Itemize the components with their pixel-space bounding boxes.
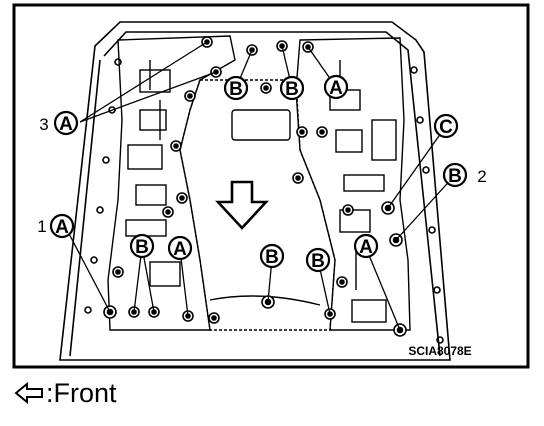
svg-text:A: A xyxy=(329,78,343,99)
bolt xyxy=(336,276,348,288)
callout-b-bottom-1: B xyxy=(129,233,155,259)
callout-a-left-1: A xyxy=(49,213,75,239)
valve-body xyxy=(107,35,411,331)
bolt xyxy=(170,140,182,152)
callout-b-top-1: B xyxy=(223,75,249,101)
callout-b-bottom-3: B xyxy=(305,247,331,273)
bolt xyxy=(342,204,354,216)
svg-text:B: B xyxy=(448,166,462,187)
outline-left-arrow-icon xyxy=(14,382,43,404)
bolt xyxy=(296,126,308,138)
bolt xyxy=(162,206,174,218)
bolt xyxy=(260,82,272,94)
number-label-3: 3 xyxy=(39,115,48,134)
callout-b-top-2: B xyxy=(279,75,305,101)
bolt xyxy=(316,126,328,138)
callout-a-bottom-1: A xyxy=(167,235,193,261)
bolt xyxy=(276,40,288,52)
bolt xyxy=(292,172,304,184)
legend-label: :Front xyxy=(46,377,117,408)
down-arrow-icon xyxy=(215,180,269,230)
bolt xyxy=(381,201,395,215)
bolt xyxy=(184,90,196,102)
svg-text:B: B xyxy=(229,79,243,100)
bolt xyxy=(208,312,220,324)
svg-text:B: B xyxy=(265,247,279,268)
legend: :Front xyxy=(14,376,117,410)
svg-text:A: A xyxy=(55,217,69,238)
svg-text:A: A xyxy=(359,237,373,258)
svg-text:B: B xyxy=(311,251,325,272)
callout-a-top-right: A xyxy=(323,74,349,100)
svg-text:B: B xyxy=(285,79,299,100)
figure-code: SCIA8078E xyxy=(408,344,471,358)
svg-text:C: C xyxy=(439,117,453,138)
callout-b-bottom-2: B xyxy=(259,243,285,269)
callout-b-right-2: B xyxy=(442,162,468,188)
callout-c-right: C xyxy=(433,113,459,139)
bolt xyxy=(176,192,188,204)
svg-text:A: A xyxy=(59,114,73,135)
svg-text:B: B xyxy=(135,237,149,258)
bolts xyxy=(103,36,407,337)
number-label-1: 1 xyxy=(37,217,46,236)
number-label-2: 2 xyxy=(477,167,486,186)
callout-a-left-3: A xyxy=(53,110,79,136)
svg-text:A: A xyxy=(173,239,187,260)
callout-a-bottom-2: A xyxy=(353,233,379,259)
bolt xyxy=(112,266,124,278)
